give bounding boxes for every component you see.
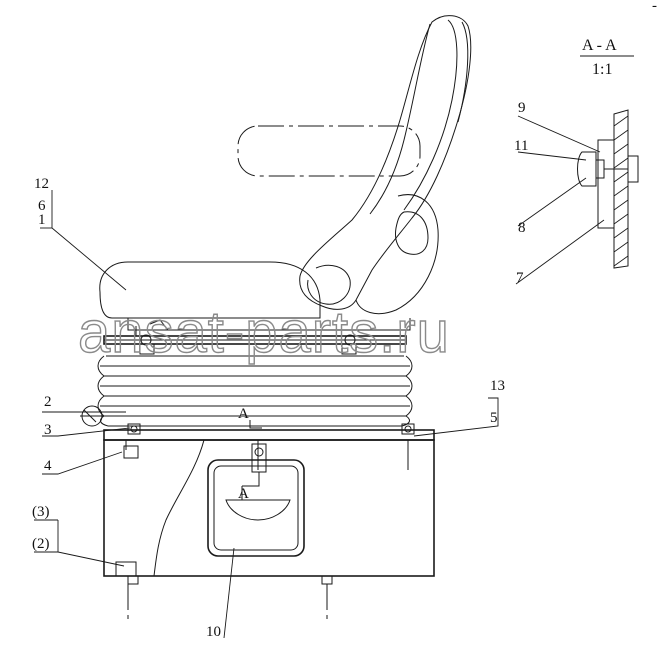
section-title: A - A [582,37,617,54]
section-cut-marks: A A [238,406,262,502]
callout-labels: 12 6 1 2 3 4 (3) (2) 13 5 9 11 8 7 10 - [32,0,657,640]
base-housing [103,439,435,624]
callout-13: 13 [490,378,505,394]
cut-label-bottom: A [238,486,249,502]
adjustment-knob [80,405,128,427]
callout-4: 4 [44,458,52,474]
cut-label-top: A [238,406,249,422]
seat-cushion [99,261,411,331]
callout-9: 9 [518,100,526,116]
callout-3-ref: (3) [32,504,50,520]
callout-7: 7 [516,270,524,286]
callout-11: 11 [514,138,528,154]
suspension-bellows [97,355,413,427]
section-detail: A - A 1:1 [577,37,639,269]
armrest [237,125,421,177]
callout-8: 8 [518,220,526,236]
callout-2: 2 [44,394,52,410]
callout-2-ref: (2) [32,536,50,552]
inspection-window [207,443,305,557]
corner-mark: - [652,0,657,14]
callout-3: 3 [44,422,52,438]
slide-rail [103,319,407,355]
section-scale: 1:1 [592,61,612,78]
callout-6: 6 [38,198,46,214]
leader-lines [34,115,605,639]
seat-backrest [299,15,472,310]
callout-5: 5 [490,410,498,426]
callout-10: 10 [206,624,221,640]
callout-1: 1 [38,212,46,228]
callout-12: 12 [34,176,49,192]
watermark: ansat-parts.ru [78,300,450,365]
base-top-plate [103,423,435,470]
side-bolster [307,194,439,315]
